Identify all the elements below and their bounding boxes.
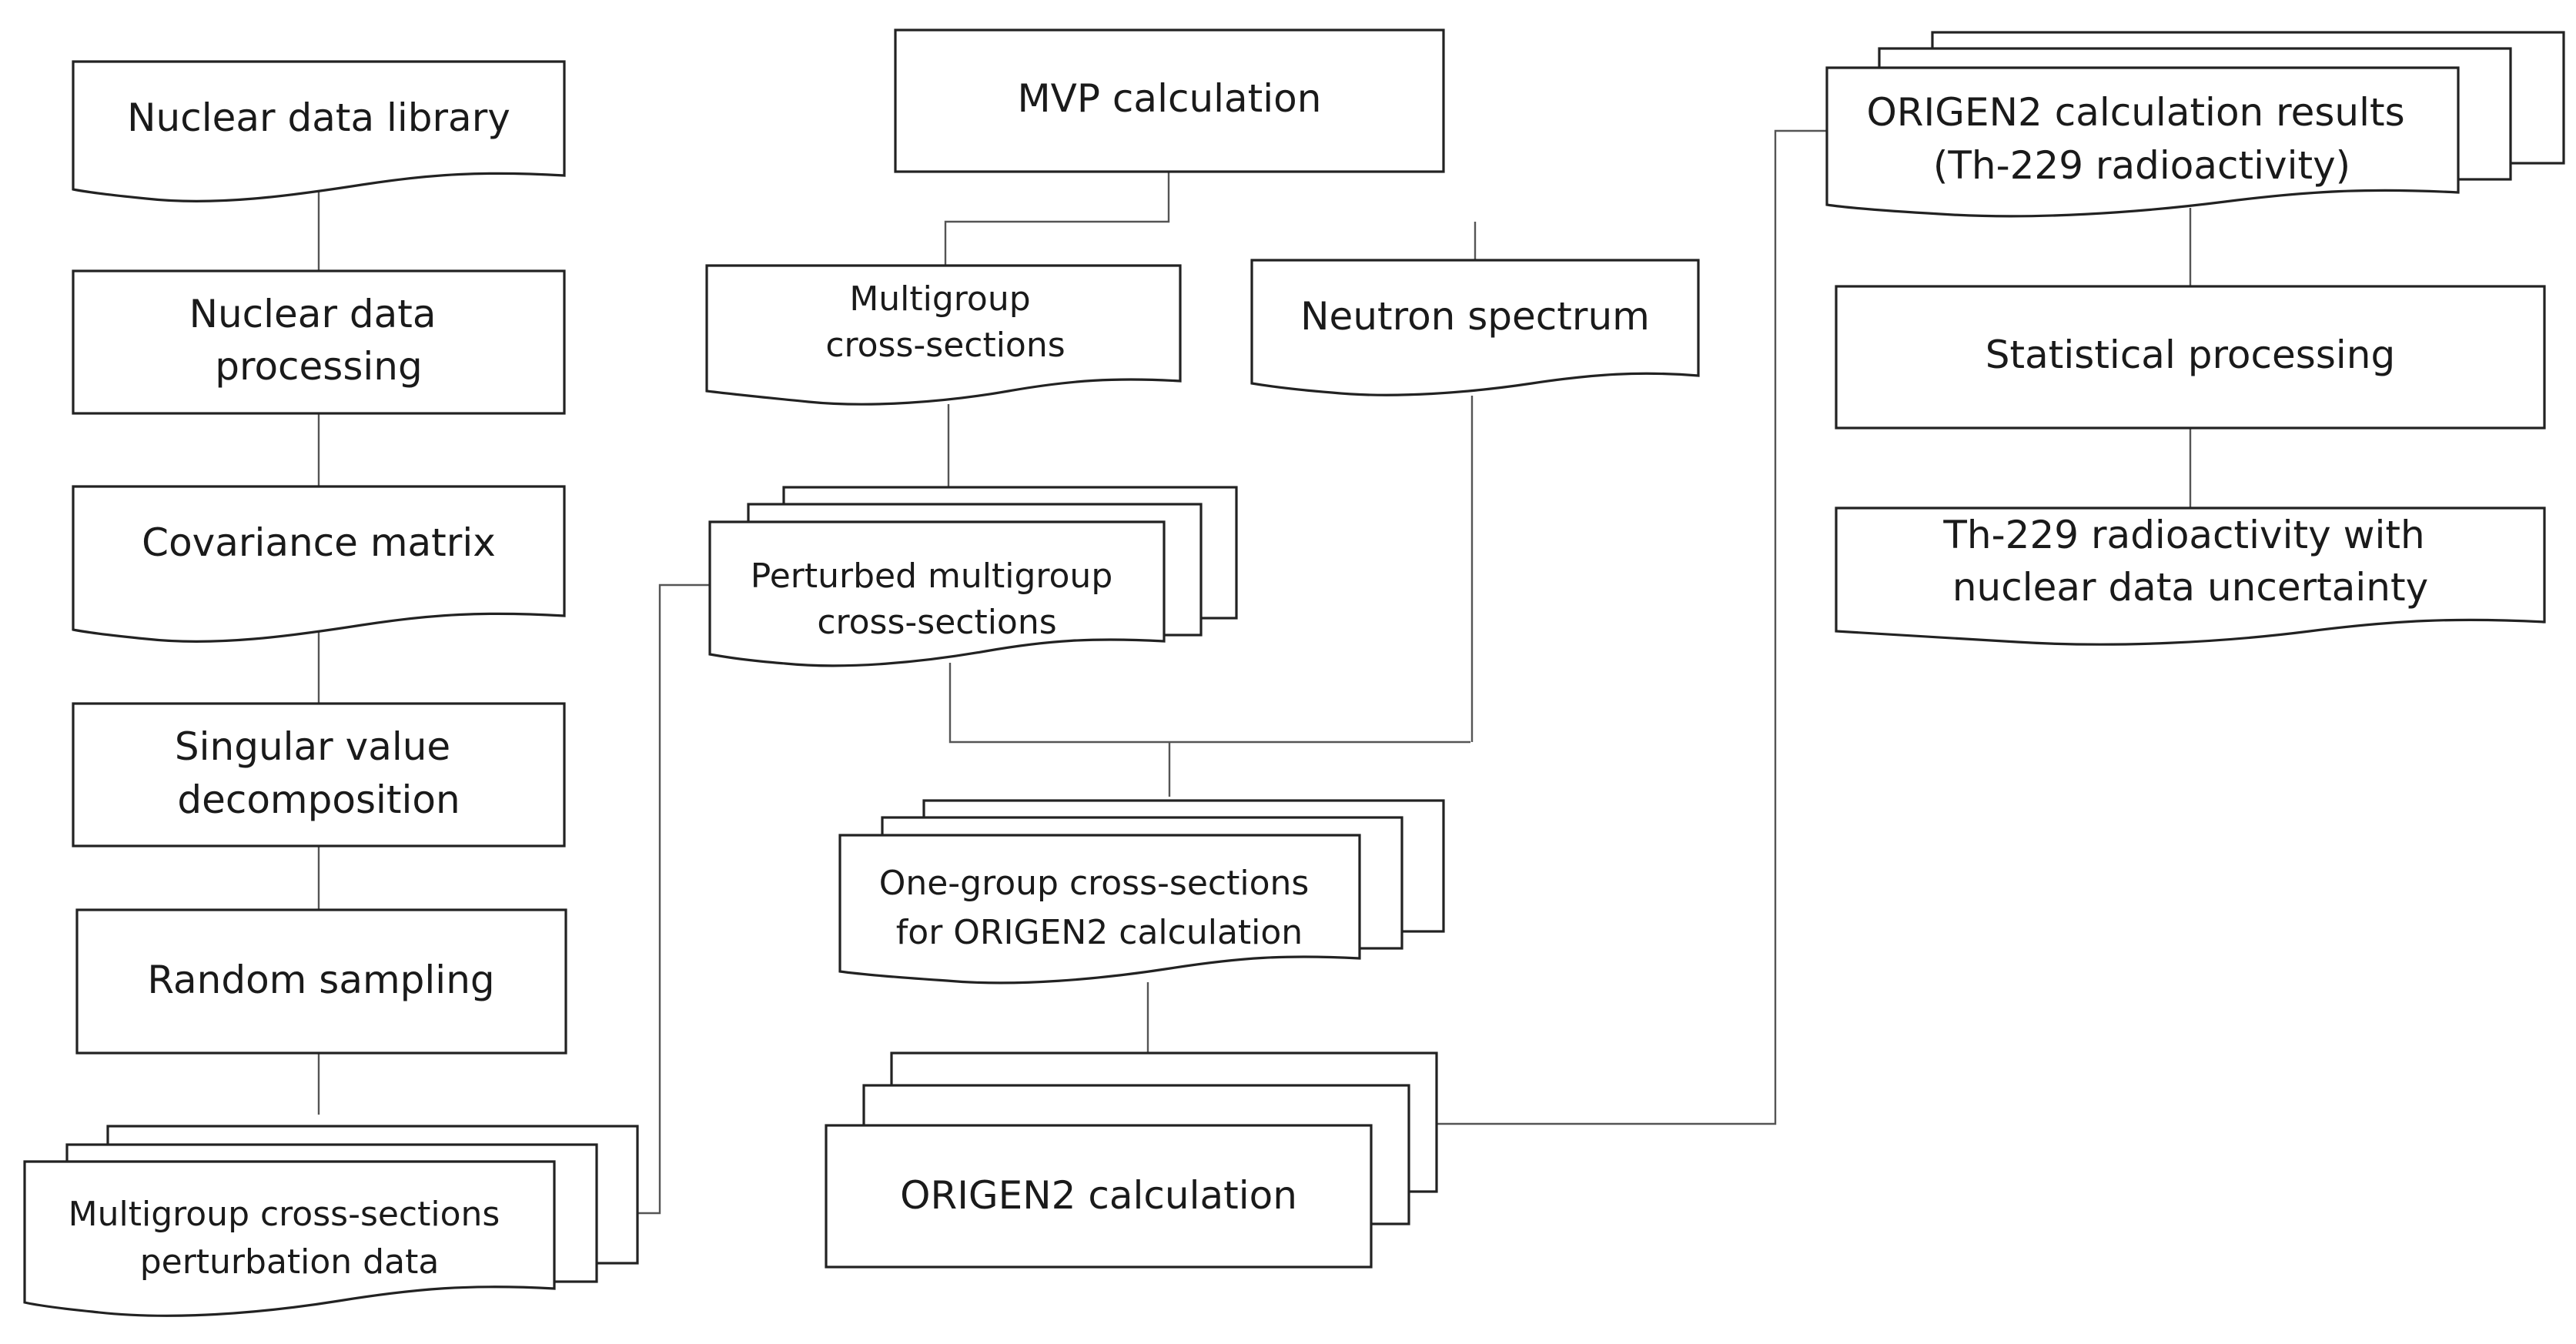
process-box [1835, 285, 2546, 430]
node-statistical-processing: Statistical processing [1835, 285, 2546, 430]
node-label: Multigroup cross-sections perturbation d… [69, 1195, 511, 1282]
document-shape [72, 60, 566, 202]
node-origen2-calculation-results: ORIGEN2 calculation results (Th-229 radi… [1825, 31, 2565, 218]
node-label: Multigroup cross-sections [825, 279, 1065, 365]
node-label: Nuclear data processing [189, 292, 449, 389]
node-label: Th-229 radioactivity with nuclear data u… [1942, 513, 2437, 610]
node-perturbed-multigroup-cross-sections: Perturbed multigroup cross-sections [708, 486, 1238, 667]
connector-perturbation-to-perturbed-xs [637, 583, 710, 1215]
process-box [825, 1124, 1373, 1269]
node-label: One-group cross-sections for ORIGEN2 cal… [879, 864, 1320, 952]
connector-perturbed-to-merge [948, 663, 1470, 744]
node-random-sampling: Random sampling [75, 908, 567, 1055]
node-label: MVP calculation [1018, 76, 1322, 121]
document-shape [705, 264, 1182, 406]
connector-origen2-to-results [1437, 129, 1827, 1125]
document-shape [1825, 66, 2460, 218]
process-box [72, 702, 566, 848]
node-final-result: Th-229 radioactivity with nuclear data u… [1835, 507, 2546, 646]
node-origen2-calculation: ORIGEN2 calculation [825, 1051, 1438, 1269]
node-singular-value-decomposition: Singular value decomposition [72, 702, 566, 848]
node-label: Perturbed multigroup cross-sections [751, 557, 1124, 642]
document-shape [72, 485, 566, 643]
node-neutron-spectrum: Neutron spectrum [1250, 259, 1700, 396]
node-nuclear-data-library: Nuclear data library [72, 60, 566, 202]
node-nuclear-data-processing: Nuclear data processing [72, 269, 566, 415]
node-perturbation-data: Multigroup cross-sections perturbation d… [23, 1125, 639, 1317]
node-label: Random sampling [147, 958, 494, 1002]
node-label: Nuclear data library [127, 95, 510, 140]
process-box [75, 908, 567, 1055]
node-multigroup-cross-sections: Multigroup cross-sections [705, 264, 1182, 406]
node-mvp-calculation: MVP calculation [894, 28, 1445, 173]
document-shape [1250, 259, 1700, 396]
document-shape [1835, 507, 2546, 646]
node-one-group-cross-sections: One-group cross-sections for ORIGEN2 cal… [838, 799, 1445, 985]
process-box [894, 28, 1445, 173]
node-label: Statistical processing [1986, 333, 2395, 377]
process-box [72, 269, 566, 415]
connectors [317, 129, 2192, 1215]
node-label: Covariance matrix [142, 520, 496, 565]
document-shape [838, 834, 1361, 985]
document-shape [23, 1160, 556, 1317]
document-shape [708, 520, 1166, 667]
node-label: Neutron spectrum [1300, 294, 1650, 339]
node-covariance-matrix: Covariance matrix [72, 485, 566, 643]
node-label: ORIGEN2 calculation results (Th-229 radi… [1866, 90, 2417, 188]
node-label: ORIGEN2 calculation [900, 1173, 1297, 1218]
node-label: Singular value decomposition [175, 724, 463, 822]
connector-mvp-branch [944, 172, 1170, 266]
